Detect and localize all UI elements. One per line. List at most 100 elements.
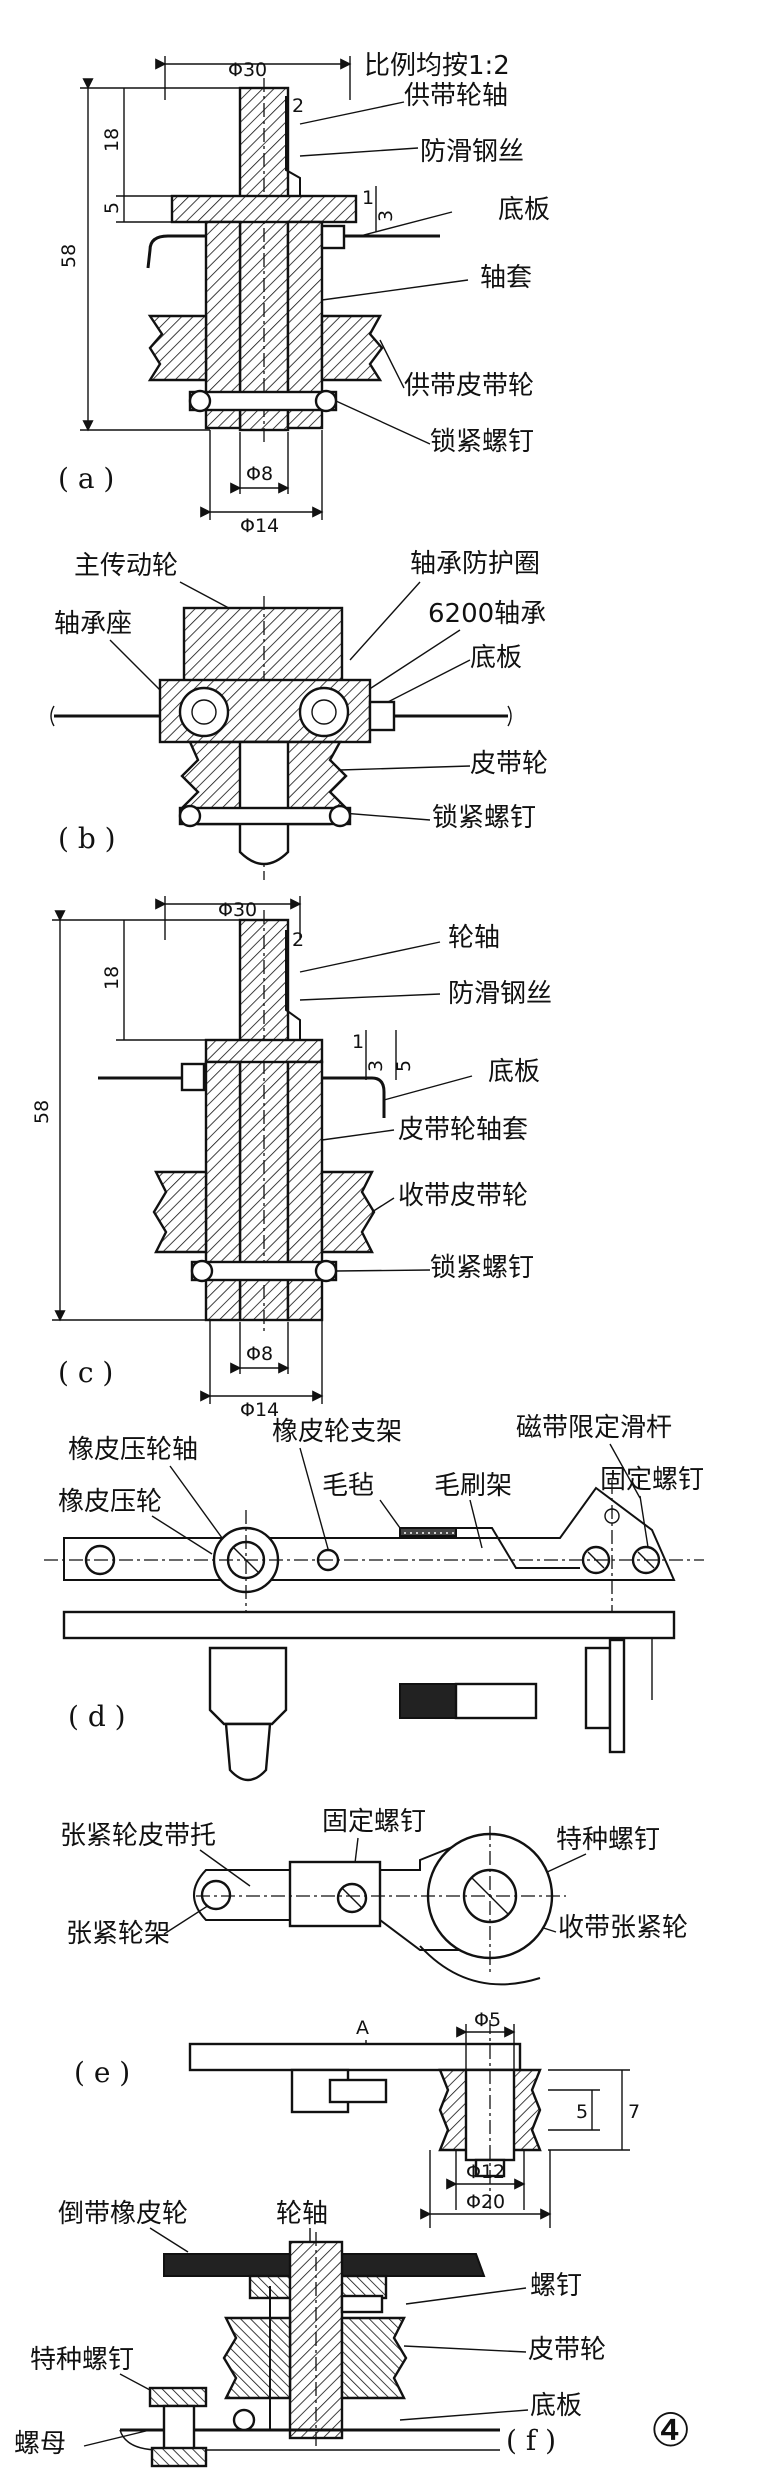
tape-guide-side bbox=[584, 1646, 612, 1730]
label-d-3: 橡皮压轮 bbox=[58, 1487, 162, 1517]
label-f-1: 轮轴 bbox=[276, 2199, 328, 2229]
dim-a-step: 3 bbox=[375, 210, 397, 222]
label-e-1: 固定螺钉 bbox=[322, 1807, 426, 1837]
dim-a-top-width: Φ30 bbox=[228, 59, 267, 81]
rubber-wheel-bracket bbox=[63, 1486, 676, 1581]
dim-e-inner: Φ12 bbox=[466, 2161, 505, 2183]
label-d-6: 固定螺钉 bbox=[600, 1465, 704, 1495]
panel-f: 倒带橡皮轮 轮轴 螺钉 特种螺钉 皮带轮 底板 螺母 ( f ) ④ bbox=[14, 2199, 691, 2468]
label-d-2: 磁带限定滑杆 bbox=[516, 1413, 672, 1443]
label-f-5: 底板 bbox=[530, 2391, 582, 2421]
label-d-1: 橡皮轮支架 bbox=[272, 1417, 402, 1447]
label-e-0: 张紧轮皮带托 bbox=[60, 1821, 216, 1851]
nut-f bbox=[150, 2446, 208, 2468]
bearing-6200-left bbox=[178, 686, 230, 738]
dim-a-mid: 5 bbox=[101, 202, 123, 214]
panel-a: Φ30 比例均按1:2 58 18 5 2 1 3 bbox=[58, 51, 550, 537]
label-a-1: 防滑钢丝 bbox=[420, 137, 524, 167]
dim-e-hub: Φ5 bbox=[474, 2009, 501, 2031]
locking-screw-c bbox=[190, 1260, 338, 1282]
belt-pulley-f bbox=[222, 2316, 292, 2400]
label-b-5: 皮带轮 bbox=[470, 749, 548, 779]
caption-e: ( e ) bbox=[74, 2056, 130, 2089]
dim-c-top-width: Φ30 bbox=[218, 899, 257, 921]
supply-belt-pulley bbox=[147, 314, 208, 382]
locking-screw-b bbox=[178, 806, 352, 826]
special-screw-f bbox=[148, 2386, 208, 2408]
label-d-4: 毛毡 bbox=[322, 1471, 374, 1501]
label-d-0: 橡皮压轮轴 bbox=[68, 1435, 198, 1465]
label-e-3: 张紧轮架 bbox=[66, 1919, 170, 1949]
pulley-sleeve bbox=[204, 1060, 242, 1322]
label-a-2: 底板 bbox=[498, 195, 550, 225]
reel-flange-c bbox=[204, 1038, 324, 1064]
bearing-guard-screw bbox=[368, 700, 396, 732]
plate-screw-a bbox=[320, 224, 346, 250]
label-d-5: 毛刷架 bbox=[434, 1471, 512, 1501]
dim-a-total-height: 58 bbox=[58, 244, 80, 268]
caption-f: ( f ) bbox=[506, 2424, 556, 2457]
bearing-6200-right bbox=[298, 686, 350, 738]
panel-d: 橡皮压轮轴 橡皮轮支架 磁带限定滑杆 橡皮压轮 毛毡 毛刷架 固定螺钉 ( d … bbox=[44, 1413, 704, 1782]
felt-side bbox=[399, 1683, 457, 1719]
figure-number: ④ bbox=[650, 2403, 691, 2457]
label-b-0: 主传动轮 bbox=[74, 551, 178, 581]
dim-e-height: 7 bbox=[628, 2101, 640, 2123]
scale-note: 比例均按1:2 bbox=[364, 51, 510, 81]
dim-a-bottom-inner: Φ8 bbox=[246, 463, 273, 485]
dim-c-upper: 18 bbox=[101, 966, 123, 990]
label-a-4: 供带皮带轮 bbox=[404, 371, 534, 401]
felt-pad bbox=[399, 1527, 457, 1537]
dim-a-upper: 18 bbox=[101, 128, 123, 152]
dim-c-gap: 2 bbox=[292, 929, 304, 951]
label-a-0: 供带轮轴 bbox=[404, 81, 508, 111]
caption-d: ( d ) bbox=[68, 1700, 126, 1733]
section-mark-a: A bbox=[356, 2017, 369, 2039]
caption-c: ( c ) bbox=[58, 1356, 113, 1389]
panel-b: 主传动轮 轴承防护圈 轴承座 6200轴承 底板 皮带轮 锁紧螺钉 ( b ) bbox=[50, 549, 548, 880]
label-f-6: 螺母 bbox=[14, 2429, 66, 2459]
label-b-3: 6200轴承 bbox=[428, 599, 546, 629]
label-f-2: 螺钉 bbox=[530, 2271, 582, 2301]
caption-b: ( b ) bbox=[58, 822, 116, 855]
base-plate-a bbox=[146, 234, 206, 269]
caption-a: ( a ) bbox=[58, 462, 114, 495]
label-f-3: 特种螺钉 bbox=[30, 2345, 134, 2375]
screw-f bbox=[340, 2294, 384, 2314]
dim-e-outer: Φ20 bbox=[466, 2191, 505, 2213]
takeup-belt-pulley bbox=[152, 1170, 208, 1254]
label-b-1: 轴承防护圈 bbox=[410, 549, 540, 579]
label-a-5: 锁紧螺钉 bbox=[430, 427, 534, 457]
label-c-1: 防滑钢丝 bbox=[448, 979, 552, 1009]
dim-a-small: 1 bbox=[362, 187, 374, 209]
dim-e-width: 5 bbox=[576, 2101, 588, 2123]
label-b-4: 底板 bbox=[470, 643, 522, 673]
label-c-2: 底板 bbox=[488, 1057, 540, 1087]
label-c-3: 皮带轮轴套 bbox=[398, 1115, 528, 1145]
brush-holder bbox=[456, 1527, 580, 1569]
dim-a-bottom-outer: Φ14 bbox=[240, 515, 279, 537]
label-c-4: 收带皮带轮 bbox=[398, 1181, 528, 1211]
supply-reel-flange bbox=[170, 194, 358, 224]
label-c-5: 锁紧螺钉 bbox=[430, 1253, 534, 1283]
dim-c-bottom-inner: Φ8 bbox=[246, 1343, 273, 1365]
dim-c-total-height: 58 bbox=[31, 1100, 53, 1124]
label-a-3: 轴套 bbox=[480, 263, 532, 293]
dim-c-bottom-outer: Φ14 bbox=[240, 1399, 279, 1421]
dim-c-step: 3 bbox=[365, 1060, 387, 1072]
label-c-0: 轮轴 bbox=[448, 923, 500, 953]
dim-c-small: 1 bbox=[352, 1031, 364, 1053]
pinch-roller-side bbox=[208, 1646, 288, 1726]
label-e-2: 特种螺钉 bbox=[556, 1825, 660, 1855]
label-b-2: 轴承座 bbox=[54, 609, 132, 639]
bracket-side-view bbox=[62, 1610, 676, 1640]
plate-screw-c bbox=[180, 1062, 206, 1092]
panel-e: 张紧轮皮带托 固定螺钉 特种螺钉 张紧轮架 收带张紧轮 ( e ) A bbox=[60, 1807, 688, 2228]
dim-c-mid: 5 bbox=[393, 1060, 415, 1072]
anti-slip-wire bbox=[285, 96, 301, 196]
label-b-6: 锁紧螺钉 bbox=[432, 803, 536, 833]
anti-slip-wire-c bbox=[285, 930, 301, 1040]
locking-screw-a bbox=[188, 390, 338, 412]
label-e-4: 收带张紧轮 bbox=[558, 1913, 688, 1943]
